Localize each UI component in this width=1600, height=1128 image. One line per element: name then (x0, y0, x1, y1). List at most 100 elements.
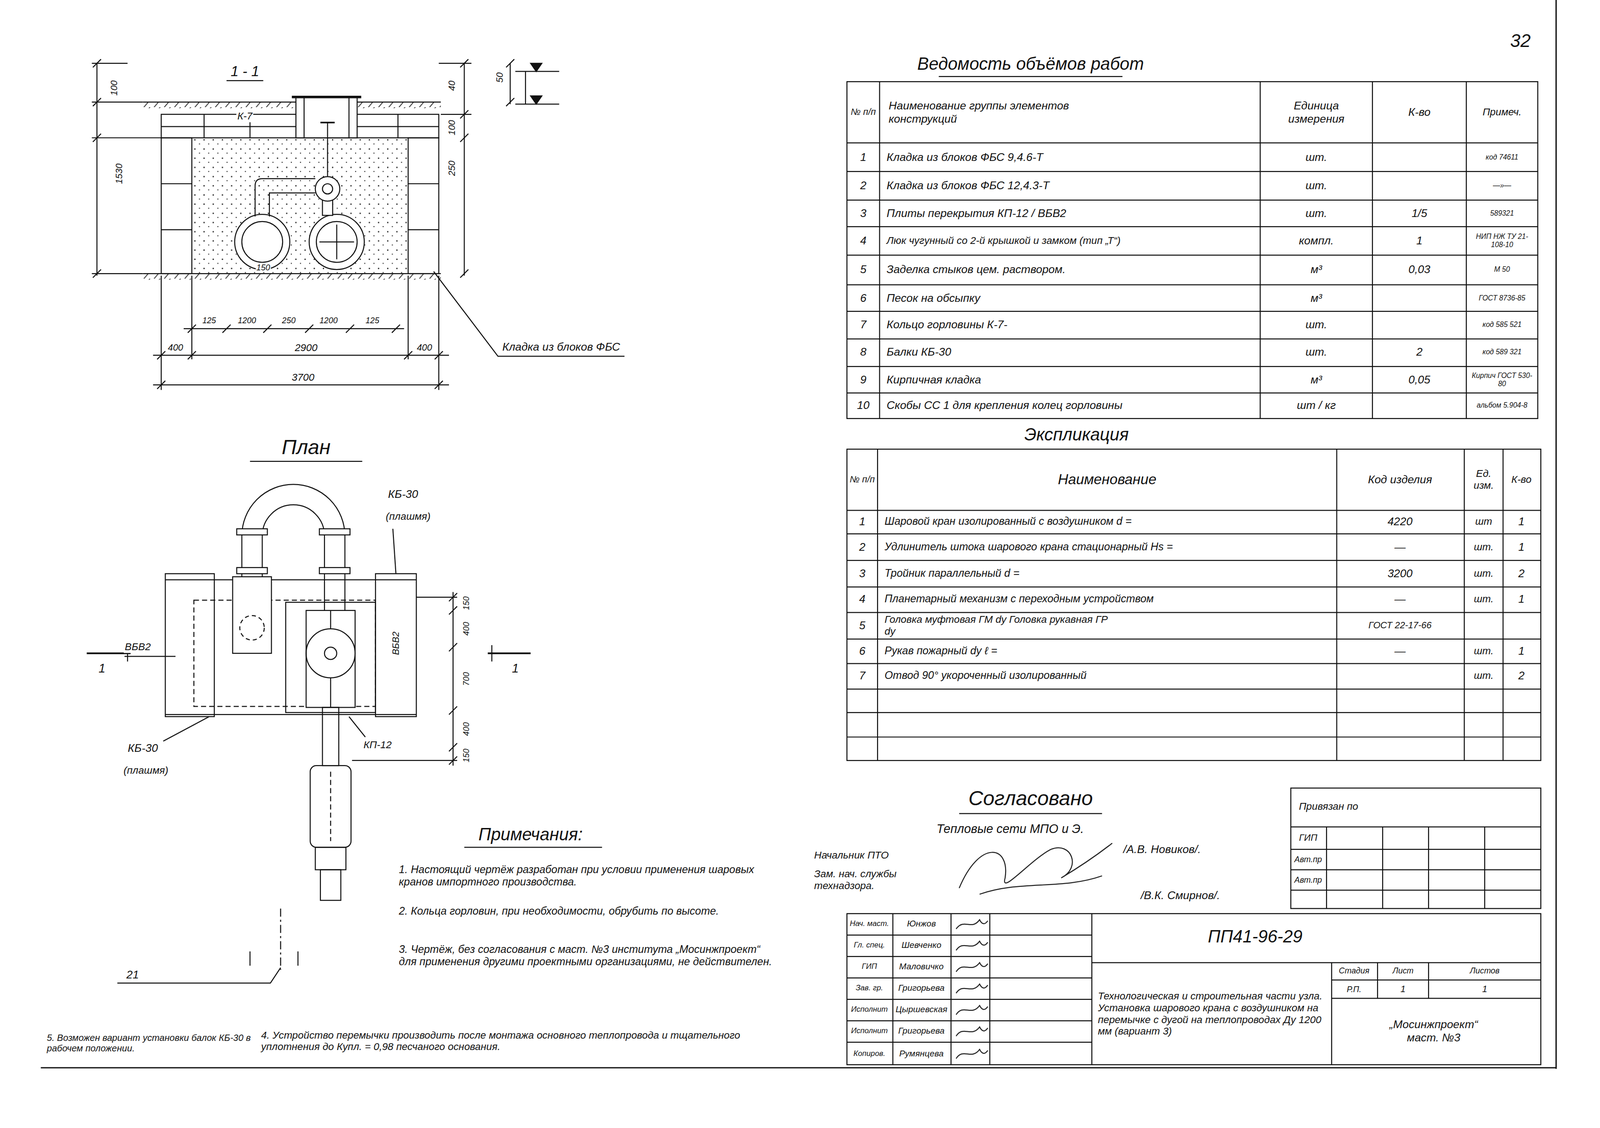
title-block-cell: Стадия (1337, 965, 1371, 976)
table-cell: Песок на обсыпку (885, 291, 981, 305)
section-label: 100 (446, 118, 458, 137)
title-block-cell: Григорьева (897, 1025, 946, 1036)
section-drawing (187, 324, 401, 333)
title-block-cell: Нач. маст. (848, 919, 890, 929)
plan-drawing (117, 967, 281, 983)
table-cell: Кольцо горловины К-7- (885, 318, 1009, 331)
approval-text: Согласовано (967, 786, 1094, 810)
table-cell: Примеч. (1481, 106, 1523, 119)
plan-drawing (86, 461, 602, 983)
table-cell: м³ (1309, 291, 1323, 305)
table-cell: шт / кг (1295, 398, 1337, 412)
plan-drawing (310, 765, 352, 847)
plan-drawing (165, 713, 417, 715)
section-label: 150 (255, 262, 272, 273)
table-cell: 3 (859, 206, 868, 220)
section-drawing (326, 122, 328, 177)
section-drawing (142, 273, 441, 280)
approval-text: Начальник ПТО (813, 849, 890, 862)
section-drawing (142, 101, 296, 103)
plan-label: 400 (461, 620, 472, 637)
table-cell: шт. (1304, 206, 1329, 220)
section-drawing (191, 275, 193, 360)
table-grid (938, 76, 1123, 78)
table-grid (846, 449, 1541, 761)
table-cell: 2 (858, 540, 867, 554)
plan-drawing (320, 869, 341, 901)
plan-drawing (351, 759, 458, 761)
table-cell: Кирпич ГОСТ 530-80 (1468, 371, 1536, 388)
table-grid (846, 142, 1538, 393)
title-block-cell: „Мосинжпроект“ маст. №3 (1376, 1017, 1491, 1044)
plan-drawing (491, 645, 493, 662)
table-cell: 1 (1517, 644, 1526, 658)
section-drawing (509, 63, 511, 105)
section-drawing (226, 80, 264, 82)
title-block-cell: Юнжов (906, 918, 938, 929)
section-drawing (515, 71, 559, 73)
table-cell: Шаровой кран изолированный с воздушником… (883, 515, 1133, 528)
title-block (1331, 962, 1429, 1065)
plan-drawing (375, 573, 417, 717)
table-cell: Скобы СС 1 для крепления колец горловины (885, 398, 1124, 412)
table-cell: 4220 (1386, 515, 1414, 528)
plan-label: ВБВ2 (390, 630, 402, 656)
title-block (892, 913, 1093, 1065)
table-cell: м³ (1309, 263, 1323, 276)
table-cell: — (1393, 644, 1407, 658)
plan-drawing (236, 567, 268, 574)
section-drawing (91, 59, 625, 390)
table-cell: ГОСТ 22-17-66 (1342, 620, 1457, 631)
note-text: 5. Возможен вариант установки балок КБ-3… (46, 1032, 253, 1054)
plan-drawing (416, 596, 458, 598)
table-cell: 8 (859, 345, 868, 359)
section-label: 250 (446, 160, 458, 178)
section-drawing (407, 229, 439, 231)
table-cell: № п/п (849, 107, 878, 118)
table-cell: шт. (1304, 318, 1329, 331)
section-drawing (440, 113, 472, 115)
table-cell: шт. (1472, 669, 1495, 682)
section-label: 50 (494, 71, 506, 84)
table-cell: 6 (858, 644, 867, 658)
approval-text: Тепловые сети МПО и Э. (935, 821, 1085, 837)
plan-drawing (163, 716, 210, 742)
signature (955, 1005, 988, 1015)
signature (955, 842, 1112, 1059)
table-cell: 1 (1415, 234, 1424, 248)
table-cell: Кладка из блоков ФБС 9,4.6-Т (885, 150, 1044, 164)
title-block-cell: Зав. гр. (854, 983, 884, 993)
approval-text: /А.В. Новиков/. (1122, 842, 1202, 856)
title-block-cell: 1 (1399, 983, 1407, 995)
plan-label: 1 (510, 661, 520, 676)
section-label: 2900 (294, 342, 319, 355)
table-cell: 1 (858, 515, 867, 528)
table-cell: 1 (1517, 515, 1526, 528)
approval-text: /В.К. Смирнов/. (1139, 888, 1221, 902)
section-drawing (303, 97, 305, 139)
plan-drawing (392, 528, 397, 574)
table-cell: Кладка из блоков ФБС 12,4.3-Т (885, 179, 1051, 192)
section-drawing (505, 59, 515, 107)
section-drawing (433, 271, 625, 357)
table-title: Ведомость объёмов работ (916, 54, 1145, 75)
table-grid (846, 76, 1541, 761)
section-drawing (407, 137, 439, 274)
section-drawing (319, 241, 355, 243)
title-block-cell: Исполнит (850, 1026, 889, 1036)
title-block (1326, 826, 1485, 909)
note-text: 1. Настоящий чертёж разработан при услов… (397, 863, 778, 888)
plan-label: (плашмя) (384, 510, 432, 523)
plan-drawing (236, 528, 268, 535)
table-cell: м³ (1309, 373, 1323, 387)
section-drawing (91, 137, 161, 139)
table-cell: код 585 521 (1468, 320, 1536, 329)
title-block-cell: Григорьева (897, 982, 946, 993)
title-block-cell: Авт.пр (1293, 854, 1324, 865)
note-text: 4. Устройство перемычки производить посл… (260, 1029, 752, 1053)
table-cell: Отвод 90° укороченный изолированный (883, 669, 1088, 682)
table-title: Экспликация (1023, 424, 1130, 445)
title-block-cell: Исполнит (850, 1005, 889, 1014)
title-block-cell: Привязан по (1297, 800, 1359, 813)
